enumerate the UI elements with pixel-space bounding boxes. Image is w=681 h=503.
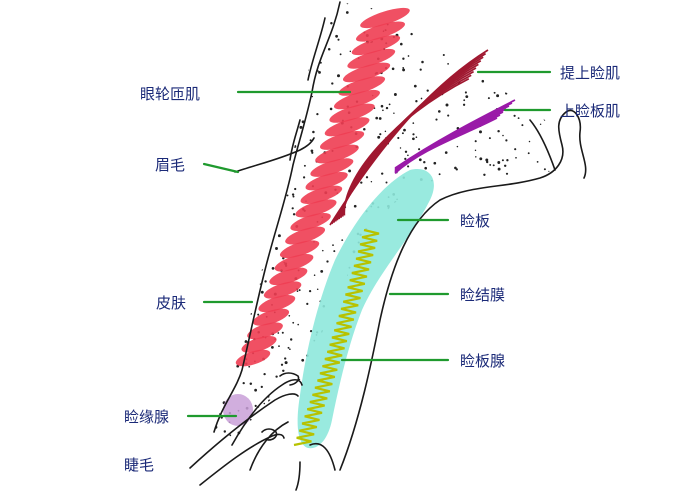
label-levator: 提上睑肌 [560, 64, 620, 82]
orbicularis-segment [342, 62, 391, 83]
orbicularis-segment [247, 322, 283, 340]
label-conjunctiva: 睑结膜 [460, 286, 505, 304]
orbicularis-segment [241, 336, 277, 353]
orbicularis-segment [351, 35, 401, 56]
orbicularis-segment [320, 130, 365, 150]
orbicularis-segment [310, 158, 354, 177]
eyebrow-hair [234, 137, 315, 173]
label-eyebrow: 眉毛 [155, 156, 185, 174]
orbicularis-segment [295, 199, 337, 218]
tarsal-muscle-fiber [394, 117, 498, 174]
meibomian-gland-line [293, 228, 380, 447]
orbicularis-oculi-muscle [235, 7, 410, 367]
orbicularis-segment [347, 48, 396, 69]
label-superior-tarsal-muscle: 上睑板肌 [560, 102, 620, 120]
orbicularis-segment [290, 212, 331, 232]
orbicularis-segment [355, 21, 405, 42]
orbicularis-segment [269, 267, 308, 286]
eyelashes [189, 372, 300, 486]
orbicularis-segment [258, 295, 296, 313]
orbicularis-segment [329, 103, 375, 123]
orbicularis-segment [300, 185, 343, 204]
orbicularis-segment [324, 117, 370, 137]
label-skin: 皮肤 [156, 294, 186, 312]
orbicularis-segment [360, 7, 410, 29]
orbicularis-segment [333, 89, 380, 110]
superior-tarsal-muscle [394, 99, 516, 174]
label-meibomian-gland: 睑板腺 [460, 352, 505, 370]
levator-muscle [329, 49, 489, 226]
orbicularis-segment [285, 226, 326, 245]
orbicularis-segment [279, 240, 320, 259]
orbicularis-segment [274, 254, 314, 272]
leader-eyebrow [202, 162, 240, 174]
orbicularis-segment [305, 171, 348, 191]
orbicularis-segment [263, 281, 302, 299]
margin-gland [223, 394, 253, 426]
orbicularis-segment [315, 144, 359, 164]
label-eyelash: 睫毛 [124, 456, 154, 474]
levator-fiber [343, 78, 470, 216]
label-tarsus: 睑板 [460, 212, 490, 230]
tissue-outlines [213, 1, 587, 491]
label-orbicularis-oculi: 眼轮匝肌 [140, 85, 200, 103]
label-margin-gland: 睑缘腺 [124, 408, 169, 426]
orbicularis-segment [338, 76, 386, 96]
orbicularis-segment [252, 308, 290, 326]
